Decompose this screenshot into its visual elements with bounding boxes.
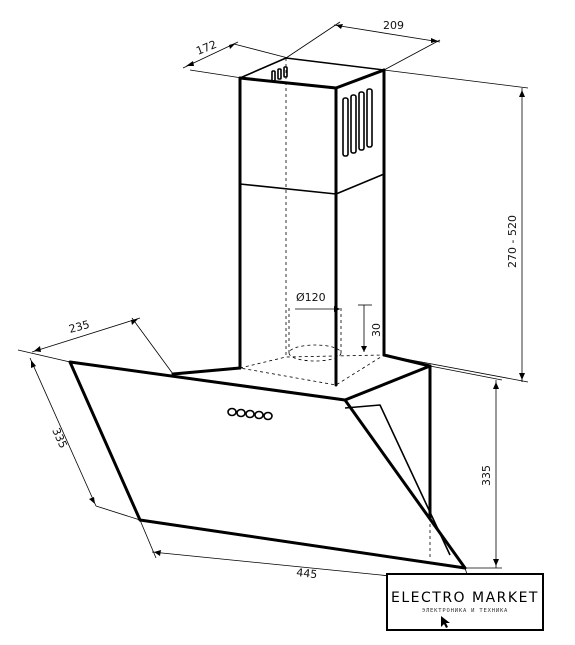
dimension-335-panel: 335 [29,357,141,521]
vent-slots [342,88,373,157]
chimney-top [239,57,385,89]
small-slots [271,66,288,82]
duct-offset-label: 30 [370,323,383,337]
dimension-209: 209 [285,19,441,71]
hood-height-label: 335 [480,465,493,486]
chimney-height-label: 270 - 520 [506,215,519,268]
brand-logo-box: ELECTRO MARKET ЭЛЕКТРОНИКА И ТЕХНИКА [386,573,544,631]
side-frame [343,364,432,520]
glass-panel [68,360,467,570]
control-buttons [227,407,273,421]
duct-outlet: Ø120 30 [288,291,383,362]
hood-depth-label: 235 [67,318,91,336]
dimension-270-520: 270 - 520 [383,69,529,383]
hood-width-label: 445 [296,566,318,581]
dimension-235: 235 [17,317,174,375]
panel-side-label: 335 [49,426,69,450]
chimney-depth-label: 172 [194,38,218,58]
chimney-base-hidden [239,354,386,386]
chimney-width-label: 209 [383,19,404,32]
brand-subtitle: ЭЛЕКТРОНИКА И ТЕХНИКА [421,608,509,614]
chimney [238,57,386,387]
arrow-cursor-icon [441,616,450,628]
chimney-joint [239,173,385,195]
duct-diameter-label: Ø120 [296,291,326,304]
chimney-top-front-edges [238,68,386,90]
brand-title: ELECTRO MARKET [391,590,539,606]
hood-body [68,353,467,570]
dimension-335-height: 335 [429,365,503,569]
